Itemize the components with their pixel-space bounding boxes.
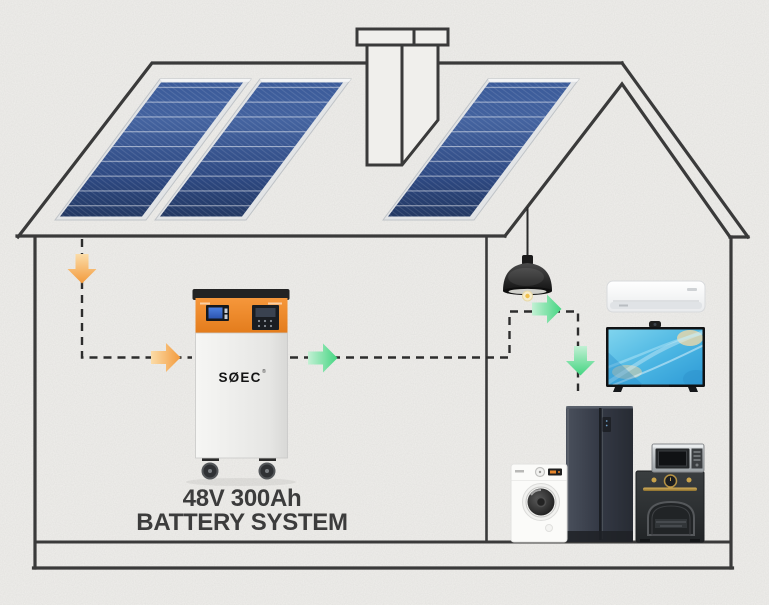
battery-control-buttons [257,319,273,328]
microwave [651,443,705,473]
battery-lcd-button-1 [224,308,228,313]
refrigerator [566,406,633,542]
caster-plate-right [259,456,276,461]
battery-casters [201,456,276,480]
caption-line-2: BATTERY SYSTEM [136,509,347,536]
microwave-dial [695,463,699,467]
microwave-button-2 [693,455,701,457]
lamp-dome [503,263,552,291]
fridge-display [602,417,611,432]
washer-logo-mark [515,470,524,473]
washer-display-segments [550,470,556,474]
oven-door-window [647,500,695,536]
battery-lcd-screen [208,307,223,319]
washer-display-dot [558,471,560,473]
ac-display-mark [619,304,628,307]
oven-knob-right [686,477,692,483]
ac-vent-flap [610,302,702,309]
battery-shadow [186,478,296,486]
caster-hub-left [208,469,212,473]
battery-top-cap [192,289,290,300]
lamp-bulb-glow [525,293,530,299]
microwave-top-highlight [653,444,703,448]
microwave-window [658,450,687,467]
chimney [355,27,450,167]
fridge-display-dot-2 [605,424,608,427]
battery-trademark: ® [262,368,266,375]
washer-filter-cap [545,524,553,532]
oven-foot-left [640,539,650,542]
pendant-lamp [503,207,552,302]
microwave-button-3 [693,459,701,461]
battery-cabinet [195,332,288,459]
tv-screen-art [608,330,703,385]
battery-label-mark-right [268,302,282,305]
battery-caption: 48V 300Ah BATTERY SYSTEM [136,485,348,536]
air-conditioner [606,280,706,313]
oven-window-reflection [655,519,687,528]
caster-plate-left [202,456,219,461]
fridge-display-dot-1 [605,420,608,422]
gable-inner-line [502,81,733,240]
battery-to-loads-path [290,310,580,391]
washer-door-hub [535,496,547,508]
ac-logo-mark [687,288,697,291]
tv-camera-lens [653,323,657,326]
washer-door-highlight [530,488,542,496]
oven-window-inner [651,505,691,536]
microwave-button-1 [693,451,701,453]
fridge-left-highlight [567,409,569,539]
battery-brand-logo: SØEC [218,370,261,385]
caster-hub-right [265,469,269,473]
energy-flow-paths [80,239,580,391]
battery-control-screen [255,308,276,317]
washing-machine [510,463,568,543]
roof-left-slope [15,61,624,240]
tv-bottom-bar [641,384,669,387]
roof-right-slope [619,60,751,240]
fridge-divider-highlight [602,409,603,539]
oven-handle [643,487,697,491]
battery-system-unit: SØEC ® [186,289,296,486]
fridge-door-divider [599,408,602,540]
solar-to-battery-path [80,239,192,359]
washer-door-seal [525,486,557,518]
battery-lcd-button-2 [224,314,228,319]
oven [635,470,705,543]
fridge-top-edge [566,406,633,409]
microwave-control-panel [691,448,703,469]
tv-foot-left [613,387,623,392]
battery-label-mark-left [200,302,210,305]
lamp-socket [522,255,533,265]
oven-foot-right [690,539,700,542]
oven-knob-left [651,477,657,483]
washer-knob-dot [538,470,542,474]
chimney-cap [355,27,450,47]
lamp-highlight [508,268,544,286]
television [606,321,705,392]
fridge-base [566,531,633,542]
caption-line-1: 48V 300Ah [183,485,302,512]
tv-foot-right [688,387,698,392]
